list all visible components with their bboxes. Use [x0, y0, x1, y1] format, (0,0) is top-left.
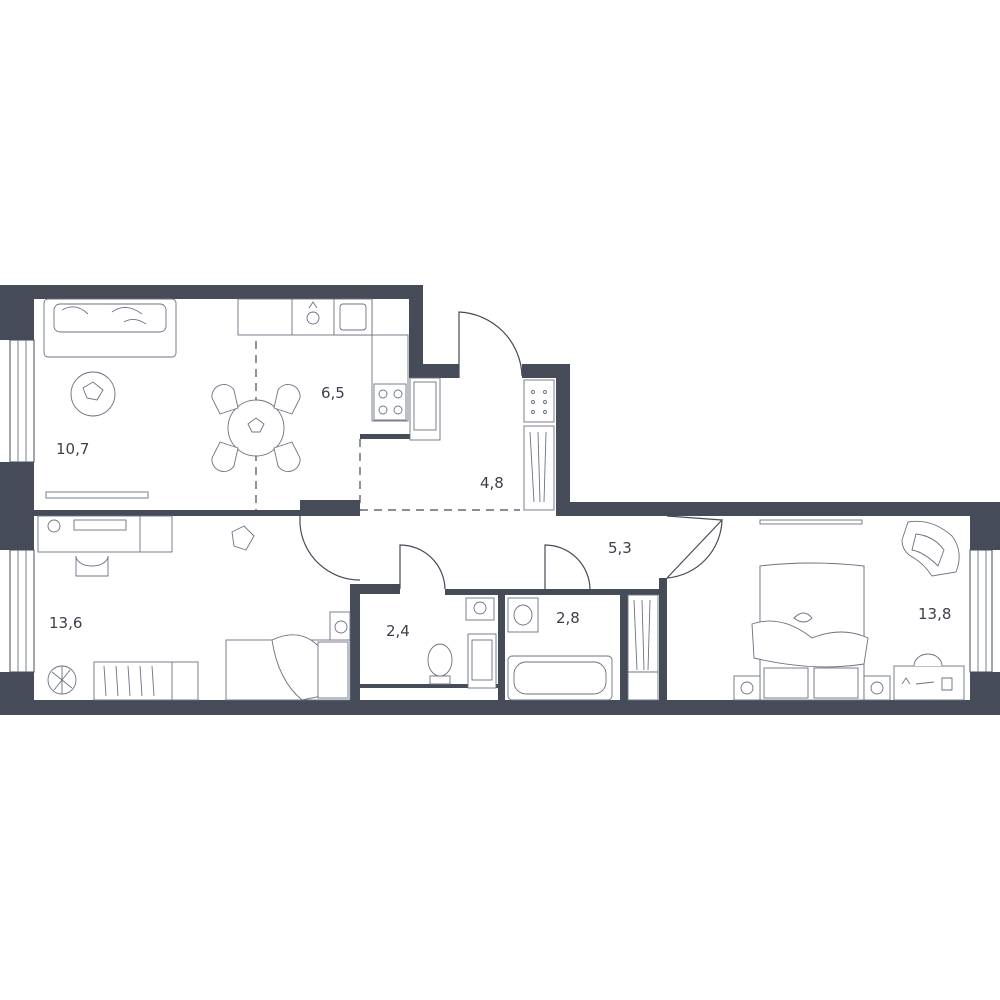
plant-left	[47, 665, 77, 695]
area-label-bathroom-wc: 2,4	[386, 622, 410, 640]
area-label-bedroom-left: 13,6	[49, 614, 82, 632]
bed-left	[225, 611, 351, 701]
area-label-hall: 4,8	[480, 474, 504, 492]
toilet	[427, 597, 497, 689]
bed-right	[733, 562, 891, 701]
door-wc	[399, 544, 446, 590]
tv-stand	[45, 491, 149, 499]
sofa	[43, 298, 177, 358]
area-label-kitchen: 6,5	[321, 384, 345, 402]
toy-decoration	[231, 525, 255, 551]
area-label-bathroom-tub: 2,8	[556, 609, 580, 627]
door-bedroom-left	[299, 523, 361, 581]
area-label-corridor: 5,3	[608, 539, 632, 557]
window-left-bottom	[9, 549, 35, 673]
wardrobe-corridor	[627, 594, 659, 701]
armchair	[901, 520, 960, 577]
window-left-top	[9, 339, 35, 463]
dining-table	[211, 384, 301, 472]
wardrobe-left	[93, 661, 199, 701]
round-rug	[70, 371, 116, 417]
bathtub	[507, 597, 613, 701]
furniture	[37, 298, 965, 701]
doors	[299, 311, 723, 590]
window-right	[969, 549, 993, 673]
area-label-living: 10,7	[56, 440, 89, 458]
area-labels: 10,7 6,5 4,8 5,3 13,6 2,4 2,8 13,8	[49, 384, 951, 640]
door-bedroom-right	[666, 518, 723, 579]
windows	[9, 339, 993, 673]
hall-storage	[409, 377, 555, 511]
door-bath	[544, 544, 591, 590]
desk-left	[37, 515, 173, 577]
tv-right	[759, 519, 863, 525]
entrance-door	[458, 311, 523, 378]
area-label-bedroom-right: 13,8	[918, 605, 951, 623]
desk-right	[893, 653, 965, 701]
kitchen-counter	[237, 298, 409, 422]
